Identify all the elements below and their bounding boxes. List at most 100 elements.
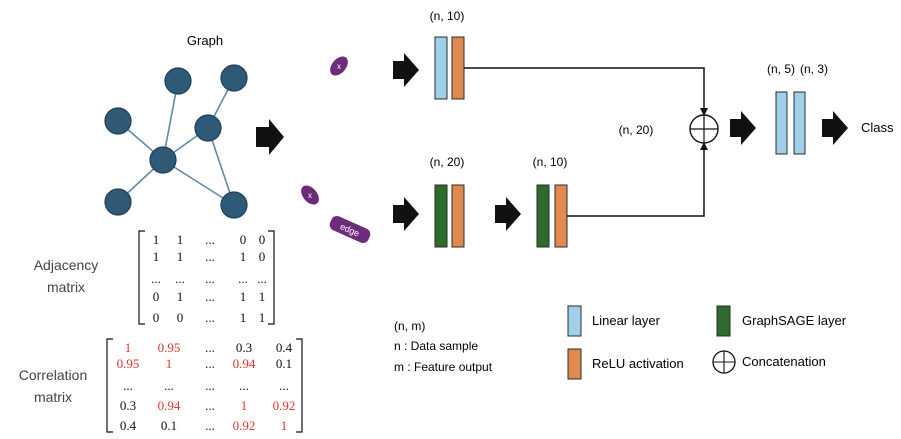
matrix-cell: 0.92 xyxy=(273,398,296,413)
graph-nodes xyxy=(104,64,248,219)
matrix-cell: ... xyxy=(205,418,215,433)
graph-edge xyxy=(162,159,235,206)
correlation-label-1: Correlation xyxy=(19,367,87,383)
legend-relu-swatch xyxy=(567,348,582,380)
input-x-top: x xyxy=(330,56,348,76)
matrix-cell: 0.94 xyxy=(158,398,181,413)
input-x-top-label: x xyxy=(337,62,341,71)
matrix-cell: ... xyxy=(205,310,215,325)
matrix-cell: ... xyxy=(205,249,215,264)
matrix-cell: 1 xyxy=(125,340,132,355)
adjacency-label-2: matrix xyxy=(47,279,85,295)
shape-label-mid2: (n, 10) xyxy=(533,155,568,169)
input-x-bottom: x xyxy=(301,185,319,205)
matrix-cell: 0.95 xyxy=(158,340,181,355)
matrix-cell: ... xyxy=(205,289,215,304)
matrix-cell: 0.92 xyxy=(233,418,256,433)
legend-graphsage-text: GraphSAGE layer xyxy=(742,313,847,328)
matrix-cell: 1 xyxy=(177,289,184,304)
output-class-label: Class xyxy=(861,120,894,135)
input-edge: edge xyxy=(329,216,371,243)
matrix-cell: 1 xyxy=(177,249,184,264)
graphsage-layer-1 xyxy=(434,184,448,248)
matrix-cell: ... xyxy=(151,271,161,286)
matrix-cell: ... xyxy=(164,378,174,393)
matrix-cell: ... xyxy=(205,232,215,247)
linear-layer-final2 xyxy=(793,91,806,155)
legend-relu-text: ReLU activation xyxy=(592,356,684,371)
matrix-cell: ... xyxy=(205,378,215,393)
block-arrow-concat-to-final xyxy=(730,111,756,145)
matrix-cell: ... xyxy=(205,340,215,355)
matrix-cell: 0 xyxy=(153,289,160,304)
notation-line2: n : Data sample xyxy=(394,339,478,353)
legend-linear-text: Linear layer xyxy=(592,313,661,328)
matrix-cell: 1 xyxy=(259,310,266,325)
matrix-cell: 0 xyxy=(240,232,247,247)
matrix-cell: 1 xyxy=(240,249,247,264)
matrix-cell: 0.4 xyxy=(120,418,137,433)
legend-concat-text: Concatenation xyxy=(742,354,826,369)
matrix-cell: 0 xyxy=(259,249,266,264)
graph-edges xyxy=(117,77,235,206)
matrix-cell: 0 xyxy=(259,232,266,247)
legend-concat-symbol xyxy=(712,350,736,374)
input-x-bottom-label: x xyxy=(308,191,312,200)
graph-node xyxy=(194,114,222,142)
matrix-cell: ... xyxy=(205,398,215,413)
matrix-cell: 0 xyxy=(177,310,184,325)
notation-line3: m : Feature output xyxy=(394,360,493,374)
matrix-cell: ... xyxy=(257,271,267,286)
shape-label-top: (n, 10) xyxy=(430,9,465,23)
block-arrow-bottom-branch xyxy=(393,197,419,231)
matrix-cell: ... xyxy=(205,271,215,286)
matrix-cell: 0.94 xyxy=(233,356,256,371)
matrix-cell: 0 xyxy=(153,310,160,325)
linear-layer-top xyxy=(434,36,448,100)
correlation-label-2: matrix xyxy=(34,389,72,405)
matrix-cell: 0.95 xyxy=(117,356,140,371)
matrix-cell: 0.3 xyxy=(120,398,136,413)
shape-label-mid1: (n, 20) xyxy=(430,155,465,169)
matrix-cell: 1 xyxy=(153,232,160,247)
block-arrow-graph-to-inputs xyxy=(256,119,284,155)
matrix-cell: ... xyxy=(279,378,289,393)
matrix-cell: 1 xyxy=(259,289,266,304)
shape-label-concat: (n, 20) xyxy=(619,123,654,137)
matrix-cell: ... xyxy=(239,378,249,393)
matrix-cell: ... xyxy=(175,271,185,286)
block-arrow-to-class xyxy=(822,111,848,145)
notation-line1: (n, m) xyxy=(394,319,425,333)
graphsage-layer-2 xyxy=(536,184,550,248)
matrix-cell: 1 xyxy=(281,418,288,433)
matrix-cell: ... xyxy=(123,378,133,393)
adjacency-brackets xyxy=(138,230,275,325)
relu-layer-mid2 xyxy=(554,184,568,248)
connector-bottom-to-concat xyxy=(567,142,708,217)
matrix-cell: 0.4 xyxy=(276,340,293,355)
correlation-brackets xyxy=(106,338,303,433)
matrix-cell: 1 xyxy=(240,289,247,304)
graph-title: Graph xyxy=(187,33,223,48)
graph-node xyxy=(220,191,248,219)
matrix-cell: ... xyxy=(238,271,248,286)
legend-graphsage-swatch xyxy=(716,305,731,337)
matrix-cell: 0.1 xyxy=(276,356,292,371)
shape-label-final1: (n, 5) xyxy=(767,62,795,76)
shape-label-final2: (n, 3) xyxy=(800,62,828,76)
matrix-cell: 0.3 xyxy=(236,340,252,355)
concat-symbol xyxy=(689,114,719,144)
relu-layer-top xyxy=(451,36,465,100)
matrix-cell: 1 xyxy=(166,356,173,371)
matrix-cell: 1 xyxy=(240,310,247,325)
graph-node xyxy=(104,107,132,135)
matrix-cell: ... xyxy=(205,356,215,371)
matrix-cell: 1 xyxy=(241,398,248,413)
linear-layer-final1 xyxy=(775,91,788,155)
graph-node xyxy=(149,146,177,174)
graph-node xyxy=(104,188,132,216)
graph-node xyxy=(164,67,192,95)
matrix-cell: 0.1 xyxy=(161,418,177,433)
